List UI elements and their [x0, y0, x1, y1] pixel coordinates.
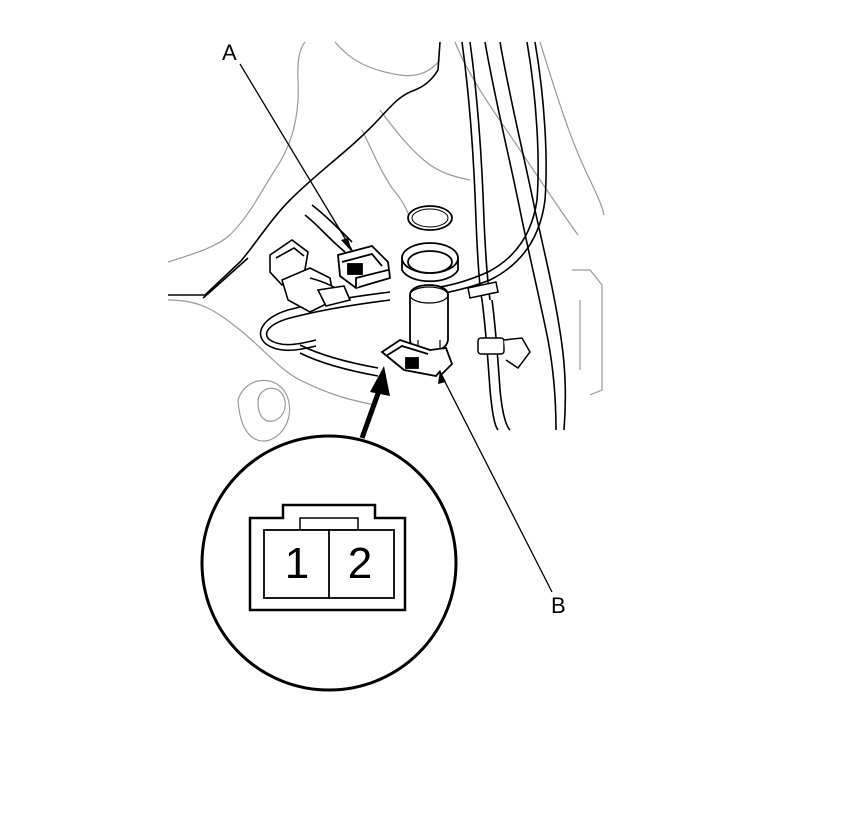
- harness-clip: [467, 281, 531, 370]
- connector-detail-view: [200, 434, 458, 692]
- connector-b: [380, 339, 454, 377]
- leader-lines: [239, 63, 553, 593]
- left-connectors: [269, 239, 352, 313]
- connector-pin-1-label: 1: [284, 539, 310, 588]
- detail-pointer-arrow: [359, 366, 390, 439]
- panel-edges: [168, 41, 567, 431]
- body-contours: [167, 41, 605, 442]
- leader-b-arrowhead: [438, 370, 446, 384]
- connector-pin-2-label: 2: [347, 539, 373, 588]
- leader-a-arrowhead: [341, 238, 352, 252]
- wire-harness: [259, 41, 547, 431]
- callout-label-a: A: [222, 40, 237, 65]
- callout-label-b: B: [551, 593, 566, 618]
- sensor-assembly: [401, 205, 459, 353]
- connector-a: [337, 244, 391, 289]
